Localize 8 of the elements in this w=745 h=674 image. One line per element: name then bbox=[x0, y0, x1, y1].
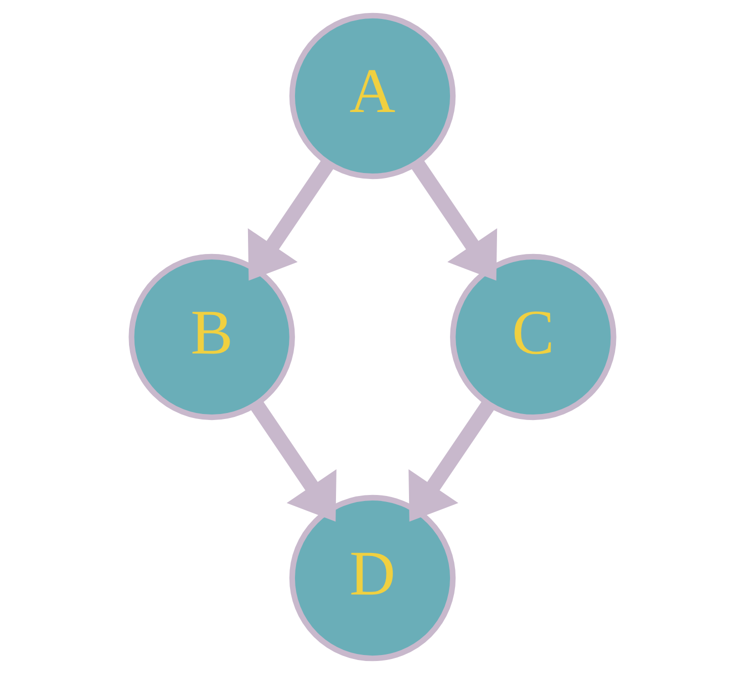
node-circle: B bbox=[128, 254, 295, 420]
node-circle: C bbox=[450, 254, 616, 420]
arrow bbox=[410, 159, 498, 281]
node-circle: A bbox=[289, 12, 456, 180]
arrow bbox=[408, 400, 496, 522]
arrow bbox=[250, 400, 336, 522]
arrow bbox=[248, 159, 334, 281]
node-circle: D bbox=[289, 494, 456, 662]
